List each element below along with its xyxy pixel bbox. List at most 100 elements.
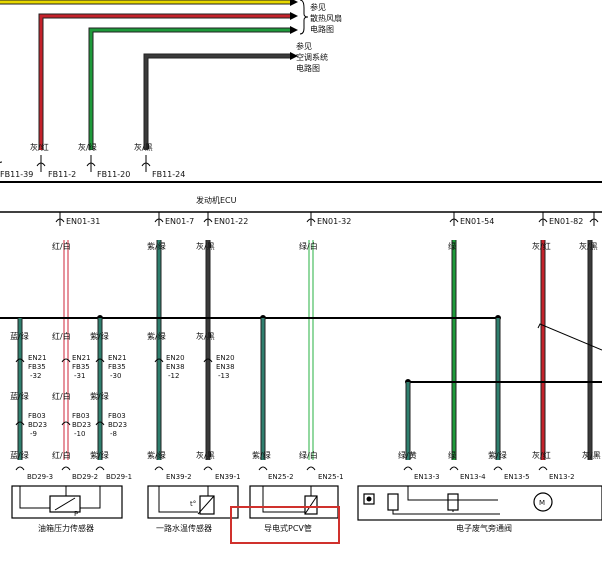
ecu-pin: EN01-31: [55, 212, 100, 226]
svg-text:紫/绿: 紫/绿: [488, 451, 507, 460]
connector-fb11-20: FB11-20: [86, 155, 130, 179]
svg-text:绿/白: 绿/白: [299, 450, 318, 460]
top-section: 参见 散热风扇 电路图 参见 空调系统 电路图 灰/红 灰/绿 灰/黑 FB11…: [0, 0, 602, 183]
svg-text:-30: -30: [110, 372, 121, 380]
connector-fb11-2: FB11-2: [36, 155, 76, 179]
red-wire: [39, 14, 290, 150]
svg-text:EN38: EN38: [216, 363, 235, 371]
svg-text:BD29-1: BD29-1: [106, 473, 132, 481]
svg-text:EN01-31: EN01-31: [66, 217, 100, 226]
ecu-pin: EN01-82: [538, 212, 583, 226]
svg-text:EN25-1: EN25-1: [318, 473, 344, 481]
ecu-pin: [589, 212, 599, 226]
arrow-icon: [290, 52, 298, 60]
svg-text:紫/绿: 紫/绿: [147, 451, 166, 460]
bottom-wire-labels: 蓝/绿 红/白 紫/绿 紫/绿 灰/黑 紫/绿 绿/白 绿/黄 绿 紫/绿 灰/…: [10, 450, 601, 460]
svg-text:紫/绿: 紫/绿: [147, 242, 166, 251]
ecu-pin: EN01-32: [306, 212, 351, 226]
svg-text:绿/黄: 绿/黄: [398, 450, 417, 460]
upper-wire-labels: 红/白 紫/绿 灰/黑 绿/白 绿 灰/红 灰/黑: [52, 241, 598, 251]
wire-color-label: 灰/绿: [78, 142, 97, 152]
svg-text:FB03: FB03: [108, 412, 126, 420]
note-ac-line: 空调系统: [296, 52, 328, 62]
svg-text:绿/白: 绿/白: [299, 241, 318, 251]
lower-connectors: FB03 BD23 -9 FB03 BD23 -10 FB03 BD23 -8: [15, 412, 127, 438]
svg-text:紫/绿: 紫/绿: [90, 451, 109, 460]
svg-text:EN20: EN20: [216, 354, 235, 362]
green-wire: [89, 28, 290, 150]
svg-text:EN01-22: EN01-22: [214, 217, 248, 226]
svg-text:紫/绿: 紫/绿: [90, 392, 109, 401]
oil-pressure-sensor: BD29-3 BD29-2 BD29-1 P 油箱压力传感器: [11, 466, 132, 533]
svg-text:红/白: 红/白: [52, 391, 71, 401]
svg-text:灰/黑: 灰/黑: [196, 331, 215, 341]
svg-text:蓝/绿: 蓝/绿: [10, 391, 29, 401]
svg-text:-10: -10: [74, 430, 85, 438]
mid-connectors: EN21 FB35 -32 EN21 FB35 -31 EN21 FB35 -3…: [15, 354, 235, 380]
component-label: 导电式PCV管: [264, 523, 312, 533]
svg-text:EN01-54: EN01-54: [460, 217, 494, 226]
svg-text:EN13-4: EN13-4: [460, 473, 486, 481]
connector-fb03-bd23-8: FB03 BD23 -8: [95, 412, 127, 438]
pcv-tube: EN25-2 EN25-1 导电式PCV管: [230, 466, 344, 544]
svg-text:BD23: BD23: [28, 421, 47, 429]
svg-text:红/白: 红/白: [52, 331, 71, 341]
highlight-box: [230, 506, 340, 544]
svg-text:紫/绿: 紫/绿: [147, 332, 166, 341]
svg-text:灰/黑: 灰/黑: [582, 450, 601, 460]
svg-text:EN01-32: EN01-32: [317, 217, 351, 226]
svg-text:EN21: EN21: [72, 354, 91, 362]
wire-set: [0, 240, 602, 460]
connector-fb03-bd23-9: FB03 BD23 -9: [15, 412, 47, 438]
svg-text:EN13-3: EN13-3: [414, 473, 440, 481]
bypass-valve: EN13-3 EN13-4 EN13-5 EN13-2 M 电子废气旁通阀: [357, 466, 602, 533]
mid-wire-labels: 蓝/绿 红/白 紫/绿 紫/绿 灰/黑: [10, 331, 215, 341]
svg-text:FB11-39: FB11-39: [0, 170, 33, 179]
svg-text:EN01-7: EN01-7: [165, 217, 194, 226]
svg-text:EN39-1: EN39-1: [215, 473, 241, 481]
svg-text:-13: -13: [218, 372, 229, 380]
motor-icon: [533, 492, 553, 512]
ecu-title: 发动机ECU: [196, 195, 237, 205]
svg-text:FB11-2: FB11-2: [48, 170, 76, 179]
svg-text:FB03: FB03: [28, 412, 46, 420]
wire-color-label: 灰/黑: [134, 142, 153, 152]
ecu-section: 发动机ECU EN01-31 EN01-7 EN01-22 EN01-32 EN…: [0, 195, 602, 226]
connector-en21-fb35-30: EN21 FB35 -30: [95, 354, 127, 380]
svg-text:FB35: FB35: [28, 363, 46, 371]
svg-text:灰/红: 灰/红: [532, 450, 551, 460]
ecu-pin: EN01-22: [203, 212, 248, 226]
connector-en21-fb35-31: EN21 FB35 -31: [61, 354, 91, 380]
ecu-pin: EN01-54: [449, 212, 494, 226]
lower-wire-labels: 蓝/绿 红/白 紫/绿: [10, 391, 109, 401]
svg-text:EN21: EN21: [28, 354, 47, 362]
note-bracket: [299, 0, 309, 35]
red-wire-outline: [38, 13, 290, 150]
motor-letter: M: [539, 499, 545, 507]
svg-text:-12: -12: [168, 372, 179, 380]
svg-text:EN13-2: EN13-2: [549, 473, 575, 481]
svg-text:-9: -9: [30, 430, 37, 438]
svg-text:灰/黑: 灰/黑: [579, 241, 598, 251]
svg-text:紫/绿: 紫/绿: [252, 451, 271, 460]
svg-text:EN20: EN20: [166, 354, 185, 362]
svg-text:蓝/绿: 蓝/绿: [10, 450, 29, 460]
svg-text:红/白: 红/白: [52, 450, 71, 460]
connector-fb11-24: FB11-24: [141, 155, 185, 179]
svg-text:BD29-3: BD29-3: [27, 473, 53, 481]
gray-black-wire: [144, 54, 290, 150]
svg-text:EN25-2: EN25-2: [268, 473, 294, 481]
svg-text:灰/黑: 灰/黑: [196, 241, 215, 251]
note-ac-line: 电路图: [296, 63, 320, 73]
svg-text:绿: 绿: [448, 451, 456, 460]
water-temp-sensor: EN39-2 EN39-1 t° 一路水温传感器: [147, 466, 241, 533]
svg-text:FB35: FB35: [72, 363, 90, 371]
svg-text:EN21: EN21: [108, 354, 127, 362]
gray-black-wire-outline: [143, 53, 290, 150]
temp-letter: t°: [190, 500, 196, 508]
svg-text:FB03: FB03: [72, 412, 90, 420]
connector-en20-en38-13: EN20 EN38 -13: [203, 354, 235, 380]
connector-fb11-39: FB11-39: [0, 161, 33, 179]
component-label: 油箱压力传感器: [38, 523, 94, 533]
